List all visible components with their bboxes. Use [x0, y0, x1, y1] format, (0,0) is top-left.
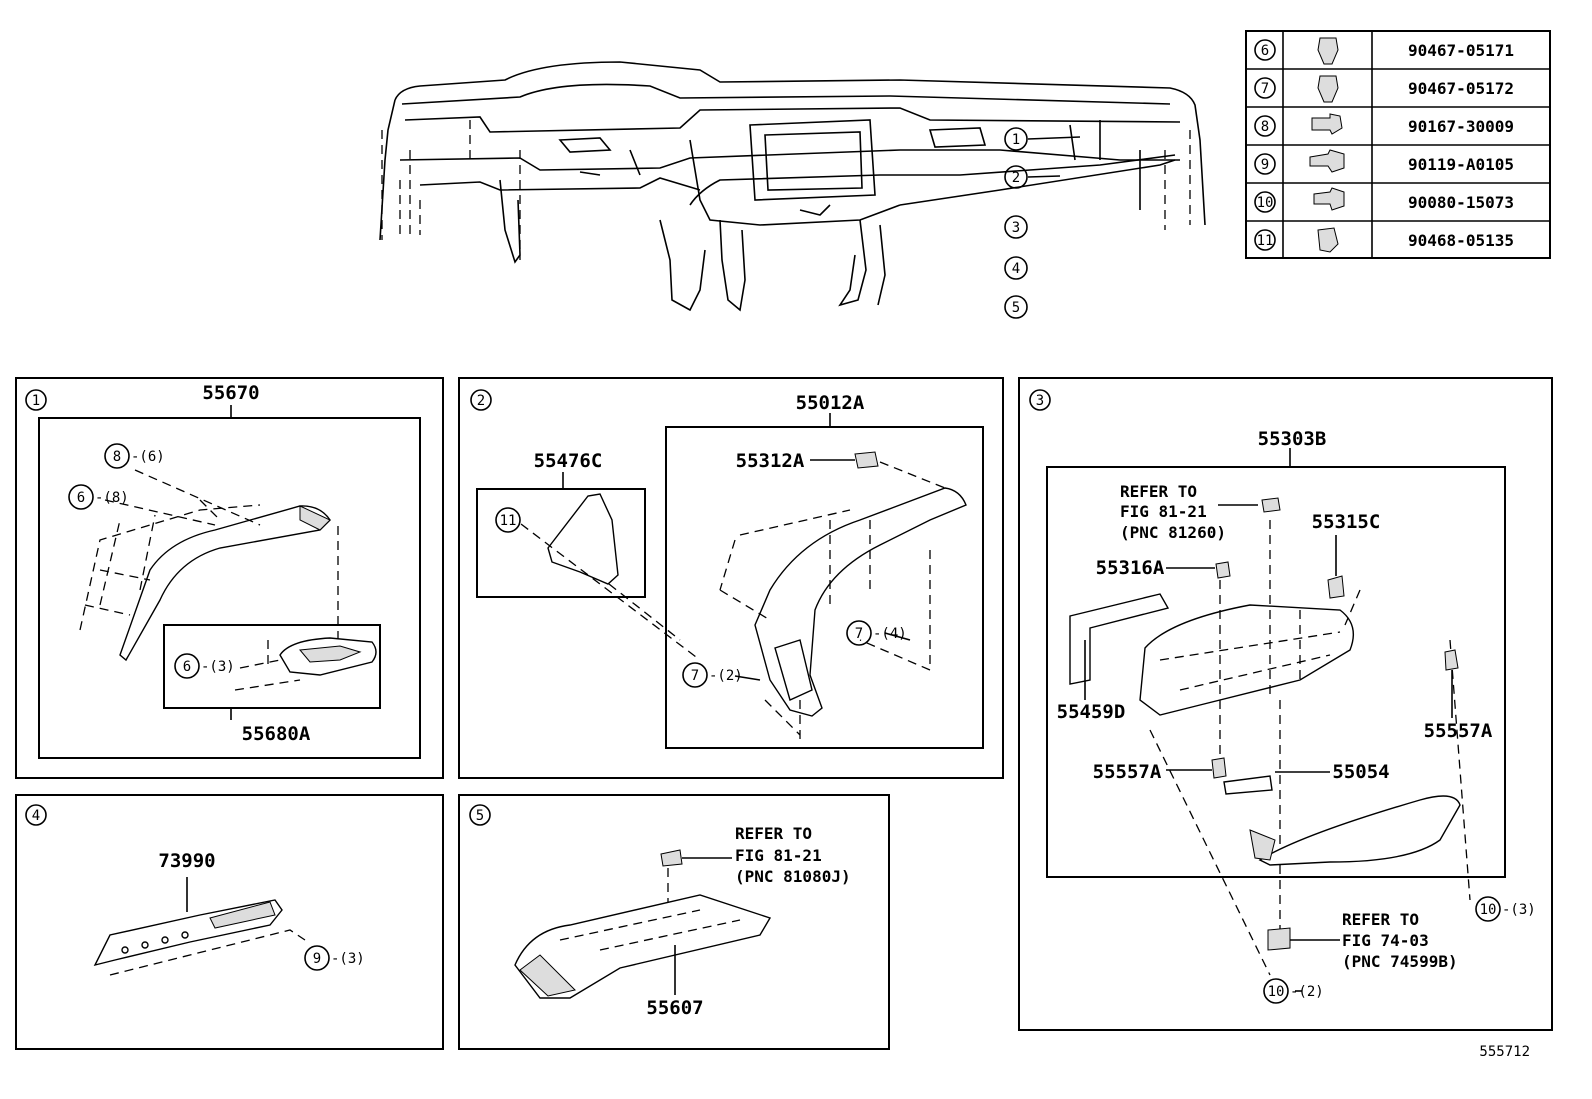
table-ref: 7: [1261, 81, 1269, 97]
callout-qty: -(6): [131, 449, 165, 465]
callout-qty: -(8): [95, 490, 129, 506]
dashboard-overview: [379, 61, 1206, 312]
clip-icon: [1317, 37, 1339, 65]
overview-callout: 1: [1012, 132, 1020, 148]
callout: 11: [500, 513, 517, 529]
callout: 6: [77, 490, 85, 506]
table-ref: 6: [1261, 43, 1269, 59]
refer-note: FIG 74-03: [1342, 931, 1429, 950]
table-part-no: 90468-05135: [1408, 231, 1514, 250]
panel-number: 2: [477, 393, 485, 409]
table-ref: 11: [1257, 233, 1274, 249]
refer-note: (PNC 81260): [1120, 523, 1226, 542]
callout: 8: [113, 449, 121, 465]
overview-callouts: [1027, 136, 1081, 178]
panel-5-labels: 5 REFER TO FIG 81-21 (PNC 81080J) 55607: [469, 804, 851, 1019]
callout: 10: [1480, 902, 1497, 918]
panel-4-parts: [93, 877, 306, 976]
part-number: 55607: [646, 997, 703, 1019]
panel-3-parts: [1069, 448, 1471, 992]
callout: 9: [313, 951, 321, 967]
panel-3-frame: [1018, 377, 1553, 1031]
callout-qty: -(4): [873, 626, 907, 642]
callout: 7: [691, 668, 699, 684]
panel-2-bracket-frame: [476, 488, 646, 598]
panel-1-inner-frame: [38, 417, 421, 759]
retainer-icon: [1317, 227, 1339, 253]
callout-qty: -(3): [1502, 902, 1536, 918]
panel-number: 5: [476, 808, 484, 824]
table-part-no: 90467-05171: [1408, 41, 1514, 60]
callout-qty: -(3): [331, 951, 365, 967]
table-part-no: 90167-30009: [1408, 117, 1514, 136]
panel-1-vent-frame: [163, 624, 381, 709]
bolt-icon: [1313, 187, 1345, 211]
fastener-table: [1245, 30, 1551, 259]
part-number: 55315C: [1312, 511, 1381, 533]
bolt-icon: [1309, 149, 1345, 173]
refer-note: REFER TO: [735, 824, 812, 843]
refer-note: FIG 81-21: [735, 846, 822, 865]
panel-number: 1: [32, 393, 40, 409]
overview-callout-labels: 1 2 3 4 5: [1004, 127, 1028, 319]
callout-qty: -(3): [201, 659, 235, 675]
panel-number: 4: [32, 808, 40, 824]
clip-icon: [1317, 75, 1339, 103]
part-number: 73990: [158, 850, 215, 872]
panel-3-inner-frame: [1046, 466, 1506, 878]
part-number: 55670: [202, 382, 259, 404]
overview-callout: 5: [1012, 300, 1020, 316]
panel-2-inner-frame: [665, 426, 984, 749]
panel-3-labels: 3 55303B REFER TO FIG 81-21 (PNC 81260) …: [1029, 389, 1536, 1004]
callout: 7: [855, 626, 863, 642]
part-number: 55054: [1332, 761, 1389, 783]
panel-5-frame: [458, 794, 890, 1050]
part-number: 55312A: [736, 450, 805, 472]
panel-1-parts: [79, 405, 377, 720]
table-ref: 10: [1257, 195, 1274, 211]
diagram-id: 555712: [1479, 1044, 1530, 1060]
part-number: 55012A: [796, 392, 865, 414]
callout: 6: [183, 659, 191, 675]
screw-icon: [1311, 113, 1343, 135]
panel-2-frame: [458, 377, 1004, 779]
refer-note: REFER TO: [1120, 482, 1197, 501]
callout-qty: -(2): [1290, 984, 1324, 1000]
panel-1-frame: [15, 377, 444, 779]
callout-qty: -(2): [709, 668, 743, 684]
refer-note: REFER TO: [1342, 910, 1419, 929]
part-number: 55303B: [1258, 428, 1327, 450]
part-number: 55557A: [1093, 761, 1162, 783]
panel-number: 3: [1036, 393, 1044, 409]
panel-2-parts: [520, 413, 967, 740]
table-ref: 8: [1261, 119, 1269, 135]
refer-note: (PNC 81080J): [735, 867, 851, 886]
panel-2-labels: 2 55012A 55476C 55312A 11 7 -(4) 7 -(2): [470, 389, 907, 688]
panel-4-frame: [15, 794, 444, 1050]
part-number: 55680A: [242, 723, 311, 745]
table-part-no: 90467-05172: [1408, 79, 1514, 98]
fastener-table-labels: 6 7 8 9 10 11 90467-05171 90467-05172 90…: [1254, 39, 1514, 251]
part-number: 55316A: [1096, 557, 1165, 579]
table-ref: 9: [1261, 157, 1269, 173]
part-number: 55476C: [534, 450, 603, 472]
panel-1-labels: 1 55670 8 -(6) 6 -(8) 6 -(3) 55680A: [25, 382, 311, 745]
refer-note: FIG 81-21: [1120, 502, 1207, 521]
overview-callout: 2: [1012, 170, 1020, 186]
panel-4-labels: 4 73990 9 -(3): [25, 804, 365, 971]
part-number: 55459D: [1057, 701, 1126, 723]
callout: 10: [1268, 984, 1285, 1000]
part-number: 55557A: [1424, 720, 1493, 742]
table-part-no: 90119-A0105: [1408, 155, 1514, 174]
overview-callout: 3: [1012, 220, 1020, 236]
overview-callout: 4: [1012, 261, 1020, 277]
panel-5-parts: [514, 849, 772, 999]
table-part-no: 90080-15073: [1408, 193, 1514, 212]
refer-note: (PNC 74599B): [1342, 952, 1458, 971]
